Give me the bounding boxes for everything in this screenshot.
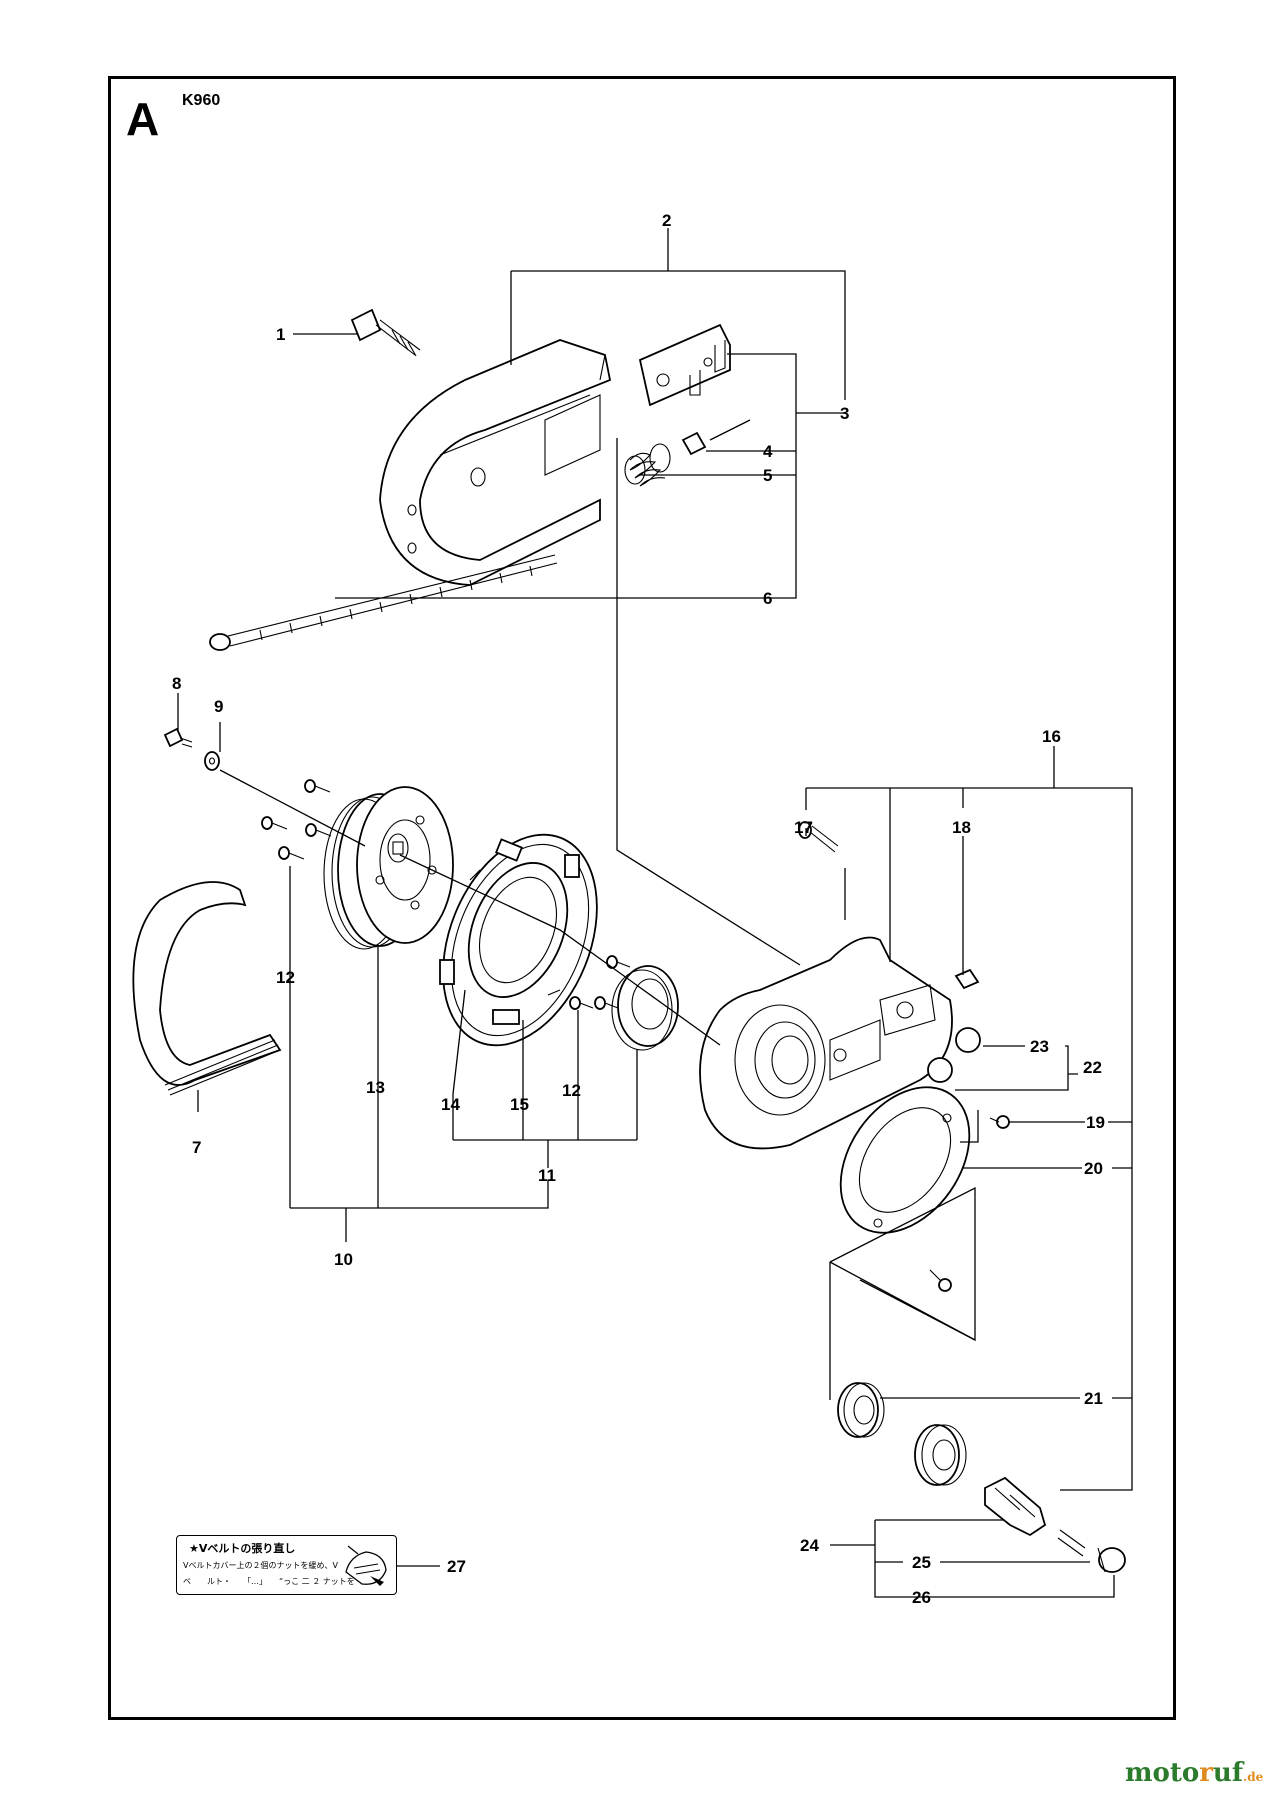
callout-4: 4 — [763, 442, 773, 461]
pulley-screws-drawing — [261, 779, 332, 860]
callout-9: 9 — [214, 697, 223, 716]
callout-2: 2 — [662, 211, 671, 230]
callout-23: 23 — [1030, 1037, 1049, 1056]
callout-17: 17 — [794, 818, 813, 837]
mounting-ring-20-drawing — [839, 1086, 1010, 1292]
square-nut-4-drawing — [681, 431, 707, 456]
watermark-part-b: r — [1199, 1758, 1213, 1788]
callout-25: 25 — [912, 1553, 931, 1572]
leader-lines — [177, 228, 1133, 1598]
belt-tension-sticker: ★Vベルトの張り直し Vベルトカバー上の２個のナットを緩め、V ベ ルト・ 「…… — [176, 1535, 397, 1595]
callout-6: 6 — [763, 589, 772, 608]
bracket-plate-drawing — [638, 323, 731, 407]
screw-8-washer-9-drawing — [163, 727, 220, 771]
shaft-24-drawing — [984, 1476, 1126, 1573]
callout-26: 26 — [912, 1588, 931, 1607]
callout-12-left: 12 — [276, 968, 295, 987]
callout-12-right: 12 — [562, 1081, 581, 1100]
callout-20: 20 — [1084, 1159, 1103, 1178]
long-screw-6-drawing — [209, 554, 558, 651]
pulley-13-drawing — [323, 786, 454, 950]
callout-11: 11 — [538, 1166, 556, 1185]
callout-21: 21 — [1084, 1389, 1103, 1408]
callout-3: 3 — [840, 404, 849, 423]
watermark-part-c: uf — [1212, 1758, 1244, 1788]
sticker-title: ★Vベルトの張り直し — [189, 1542, 296, 1555]
callout-16: 16 — [1042, 727, 1061, 746]
watermark-domain: .de — [1243, 1770, 1264, 1784]
callout-19: 19 — [1086, 1113, 1105, 1132]
callout-15: 15 — [510, 1095, 529, 1114]
diagram-frame — [108, 76, 1176, 1720]
bearing-cup-drawing — [569, 955, 679, 1051]
sticker-illustration-icon — [345, 1545, 387, 1586]
callout-24: 24 — [800, 1536, 819, 1555]
sticker-line-2: ベ ルト・ 「…」 “っこ 二 ２ ナットを — [183, 1577, 355, 1586]
section-letter: A — [126, 93, 160, 145]
screw-17-nuts-drawing — [798, 821, 981, 1083]
callout-14: 14 — [441, 1095, 460, 1114]
callout-numbers: 1 2 3 4 5 6 7 8 9 10 11 12 12 13 14 15 1… — [172, 211, 1105, 1607]
sticker-line-1: Vベルトカバー上の２個のナットを緩め、V — [183, 1561, 338, 1570]
watermark-part-a: moto — [1125, 1758, 1200, 1788]
belt-guard-drawing — [379, 339, 612, 586]
bolt-1-drawing — [350, 308, 421, 357]
callout-13: 13 — [366, 1078, 385, 1097]
callout-7: 7 — [192, 1138, 201, 1157]
callout-22: 22 — [1083, 1058, 1102, 1077]
callout-1: 1 — [276, 325, 285, 344]
v-belt-7-drawing — [132, 881, 282, 1096]
callout-8: 8 — [172, 674, 181, 693]
bearings-21-drawing — [837, 1382, 967, 1486]
callout-10: 10 — [334, 1250, 353, 1269]
spring-5-drawing — [624, 443, 671, 487]
callout-18: 18 — [952, 818, 971, 837]
site-watermark: motoruf.de — [1125, 1758, 1263, 1788]
callout-27: 27 — [447, 1557, 466, 1576]
model-name: K960 — [182, 92, 221, 109]
callout-5: 5 — [763, 466, 772, 485]
clutch-drum-drawing — [439, 833, 598, 1047]
